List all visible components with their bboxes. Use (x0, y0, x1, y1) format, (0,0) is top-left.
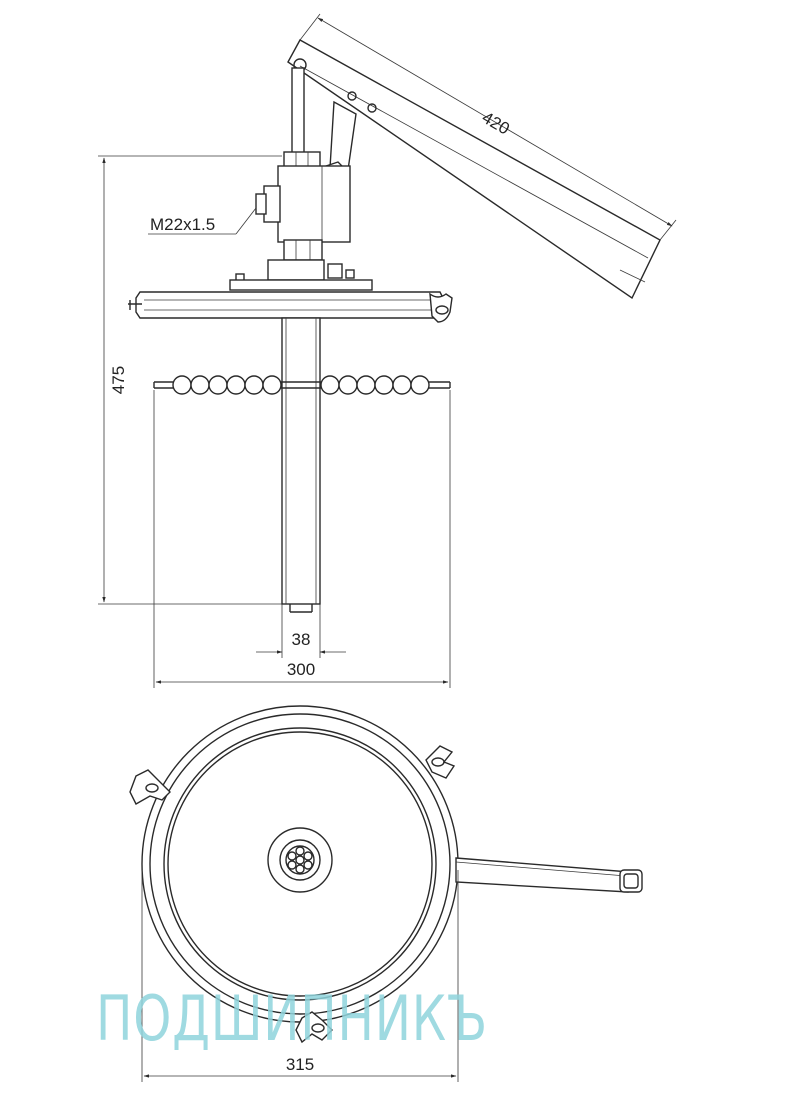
dimension-height: 475 (98, 155, 282, 605)
wing-clamp-right (425, 745, 456, 779)
side-view: 420 M22x1.5 475 38 300 (98, 13, 677, 688)
thread-label: M22x1.5 (150, 215, 215, 234)
height-label: 475 (109, 366, 128, 394)
dimension-lever: 420 (299, 13, 677, 241)
lid-plate (128, 291, 453, 323)
pump-body (229, 151, 373, 291)
dimension-bottom: 315 (141, 870, 459, 1082)
watermark-text: ПОДШИПНИКЪ (96, 982, 488, 1055)
wing-clamp-left (129, 769, 171, 805)
ball-row (172, 375, 430, 395)
dimension-plate: 300 (153, 390, 451, 688)
top-view: 315 (129, 705, 643, 1082)
dimension-thread: M22x1.5 (148, 207, 257, 235)
watermark: ПОДШИПНИКЪ (96, 982, 488, 1055)
suction-tube (281, 317, 321, 613)
tube-diameter-label: 38 (292, 630, 311, 649)
follower-plate (153, 375, 451, 395)
plate-diameter-label: 300 (287, 660, 315, 679)
bottom-diameter-label: 315 (286, 1055, 314, 1074)
lever-length-label: 420 (479, 108, 513, 139)
top-handle (455, 857, 643, 893)
wing-clamp-bottom (295, 1011, 333, 1044)
center-fitting (267, 827, 333, 893)
dimension-tube: 38 (256, 604, 346, 658)
